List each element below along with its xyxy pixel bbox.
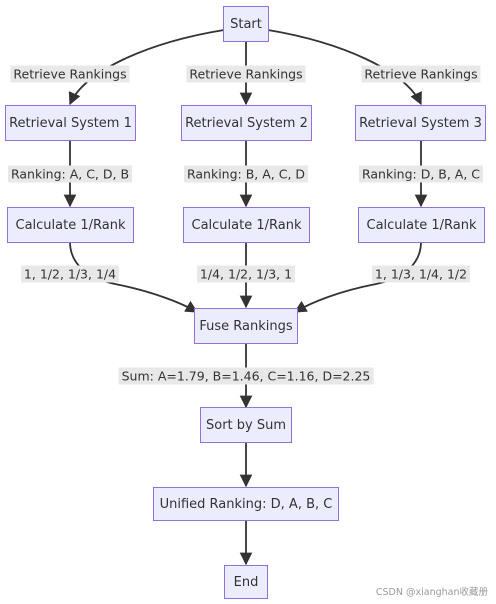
node-calculate-3: Calculate 1/Rank (358, 207, 485, 243)
edge-label-reciprocal-2: 1/4, 1/2, 1/3, 1 (196, 265, 296, 283)
node-retrieval-system-1: Retrieval System 1 (5, 105, 136, 141)
edge-label-retrieve-1: Retrieve Rankings (10, 65, 130, 83)
node-unified-ranking: Unified Ranking: D, A, B, C (153, 487, 339, 521)
node-calculate-1: Calculate 1/Rank (7, 207, 134, 243)
edge-label-retrieve-2: Retrieve Rankings (186, 65, 306, 83)
node-fuse-rankings: Fuse Rankings (194, 308, 298, 344)
node-retrieval-system-2: Retrieval System 2 (181, 105, 312, 141)
edge-start-to-rs1 (68, 29, 225, 106)
edge-label-ranking-3: Ranking: D, B, A, C (358, 165, 484, 183)
node-calculate-2: Calculate 1/Rank (183, 207, 310, 243)
node-start: Start (223, 6, 269, 42)
watermark: CSDN @xianghan收藏册 (375, 587, 488, 598)
edge-calc3-to-fuse (293, 241, 422, 313)
node-end: End (224, 565, 268, 599)
edge-label-reciprocal-1: 1, 1/2, 1/3, 1/4 (20, 265, 120, 283)
edge-label-reciprocal-3: 1, 1/3, 1/4, 1/2 (371, 265, 471, 283)
node-sort-by-sum: Sort by Sum (200, 407, 292, 443)
node-retrieval-system-3: Retrieval System 3 (355, 105, 486, 141)
edge-label-ranking-2: Ranking: B, A, C, D (183, 165, 309, 183)
edge-label-sums: Sum: A=1.79, B=1.46, C=1.16, D=2.25 (118, 367, 374, 385)
edge-label-retrieve-3: Retrieve Rankings (361, 65, 481, 83)
edge-calc1-to-fuse (69, 241, 199, 313)
edge-start-to-rs3 (267, 29, 422, 106)
edge-label-ranking-1: Ranking: A, C, D, B (7, 165, 133, 183)
